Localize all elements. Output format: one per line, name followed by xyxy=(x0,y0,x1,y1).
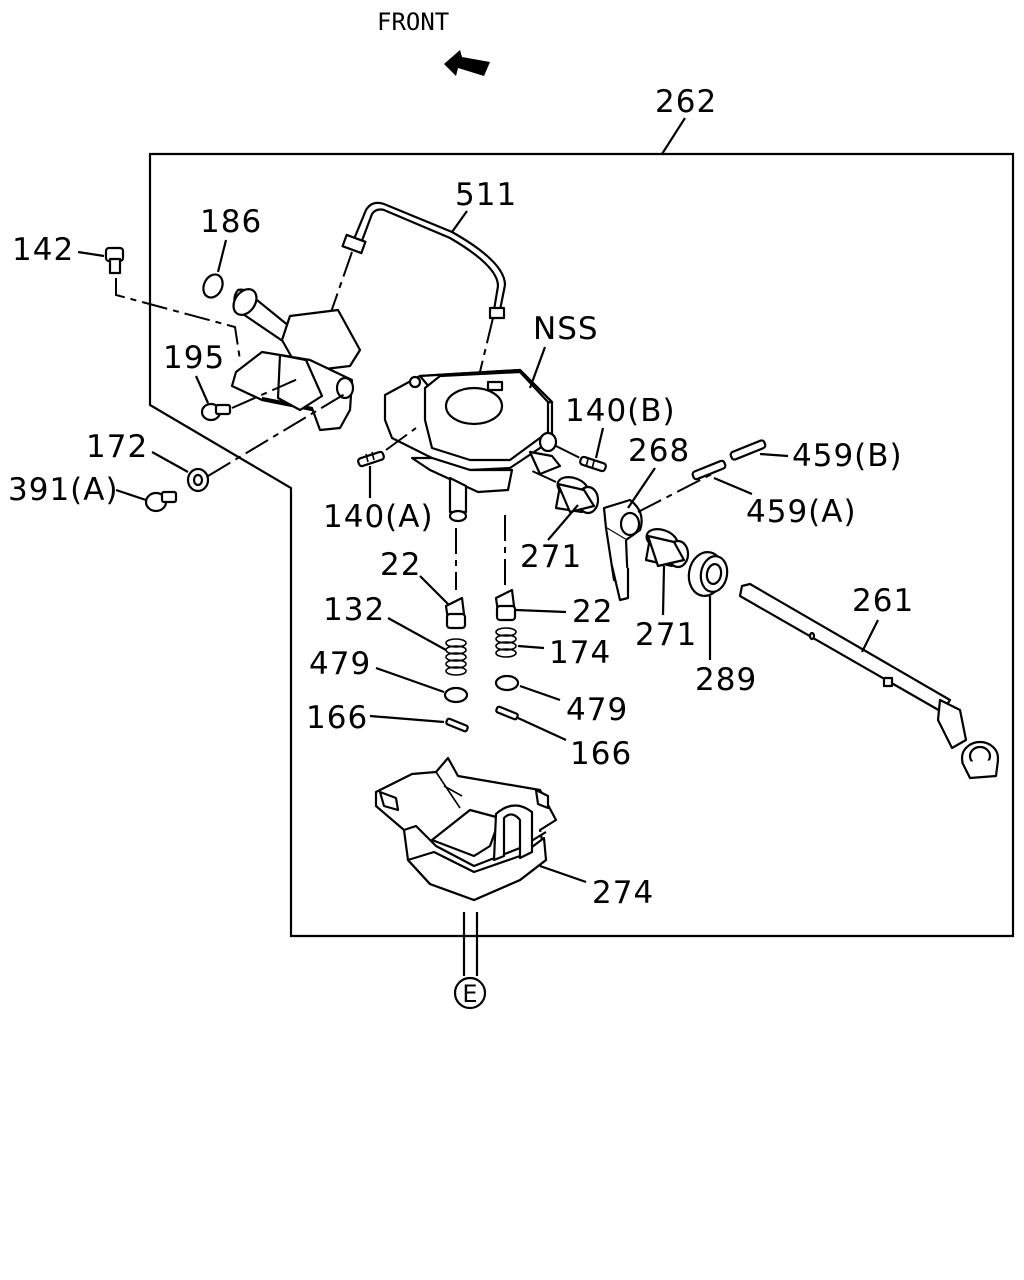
leader-271b xyxy=(661,565,666,616)
callout-479b: 479 xyxy=(566,692,628,728)
callout-268: 268 xyxy=(628,433,690,469)
callout-391a: 391(A) xyxy=(8,472,119,508)
pin-166a-icon xyxy=(445,717,469,733)
pin-459a-icon xyxy=(691,459,727,481)
tube-fitting-1 xyxy=(341,233,367,255)
leader-140b xyxy=(594,427,605,459)
callout-174: 174 xyxy=(549,635,611,671)
reference-e-circle xyxy=(453,976,487,1010)
plunger-22a-icon xyxy=(444,596,467,630)
bracket-assembly-icon xyxy=(230,288,362,432)
callout-479a: 479 xyxy=(309,646,371,682)
leader-511 xyxy=(451,210,468,233)
axis-459 xyxy=(637,473,713,513)
shift-rod-261-icon xyxy=(738,582,1000,780)
callout-166b: 166 xyxy=(570,736,632,772)
leader-174 xyxy=(517,644,545,650)
bolt-391a-icon xyxy=(144,490,178,513)
axis-140a xyxy=(385,427,417,451)
callout-186: 186 xyxy=(200,204,262,240)
callout-274: 274 xyxy=(592,875,654,911)
axis-391 xyxy=(207,391,349,477)
pin-459b-icon xyxy=(729,439,767,461)
axis-140b xyxy=(555,445,581,459)
leader-459a xyxy=(713,476,753,496)
leader-186 xyxy=(216,239,228,273)
oring-479a-icon xyxy=(443,686,469,704)
leader-166b xyxy=(517,717,567,741)
boot-274-icon xyxy=(374,756,558,902)
tube-fitting-2 xyxy=(488,306,506,320)
leader-166a xyxy=(369,714,445,724)
leader-479b xyxy=(519,684,561,702)
axis-511-a xyxy=(329,251,353,316)
shift-housing-icon xyxy=(383,368,562,523)
ring-186-icon xyxy=(202,273,224,299)
callout-195: 195 xyxy=(163,340,225,376)
tube-511-inner xyxy=(358,208,500,311)
axis-271a xyxy=(529,469,557,483)
leader-479a xyxy=(375,666,445,694)
front-label: FRONT xyxy=(377,8,449,36)
callout-511: 511 xyxy=(455,177,517,213)
front-arrow-icon xyxy=(444,50,490,76)
lever-268-icon xyxy=(602,498,643,602)
leader-391a xyxy=(115,488,147,502)
leader-261 xyxy=(861,619,879,653)
callout-271b: 271 xyxy=(635,617,697,653)
tube-511-icon xyxy=(350,201,507,311)
axis-142 xyxy=(115,278,241,361)
leader-271a xyxy=(547,504,579,541)
pin-140b-icon xyxy=(579,455,607,473)
spring-132-icon xyxy=(445,638,467,676)
callout-172: 172 xyxy=(86,429,148,465)
bolt-142-icon xyxy=(104,246,125,275)
callout-22b: 22 xyxy=(572,594,613,630)
leader-22b xyxy=(515,608,567,614)
leader-nss xyxy=(528,346,547,389)
leader-142 xyxy=(77,250,105,258)
pin-166b-icon xyxy=(495,705,519,721)
callout-289: 289 xyxy=(695,662,757,698)
spring-174-icon xyxy=(495,627,517,658)
callout-22a: 22 xyxy=(380,547,421,583)
assembly-leader xyxy=(661,117,686,155)
reference-e-label: E xyxy=(462,980,477,1008)
callout-132: 132 xyxy=(323,592,385,628)
callout-140a: 140(A) xyxy=(323,499,434,535)
callout-142: 142 xyxy=(12,232,74,268)
callout-459b: 459(B) xyxy=(792,438,903,474)
washer-172-hole xyxy=(192,473,204,487)
oring-479b-icon xyxy=(494,674,520,692)
assembly-frame xyxy=(148,152,1015,938)
leader-172 xyxy=(151,451,189,473)
leader-274 xyxy=(539,864,587,884)
leader-22a xyxy=(419,575,449,605)
bolt-195-icon xyxy=(200,402,232,422)
plunger-22b-icon xyxy=(494,588,517,622)
callout-261: 261 xyxy=(852,583,914,619)
callout-459a: 459(A) xyxy=(746,494,857,530)
leader-268 xyxy=(627,467,656,509)
bushing-271b-icon xyxy=(644,528,690,569)
leader-459b xyxy=(759,452,789,458)
pin-140a-icon xyxy=(357,450,385,468)
seal-289-icon xyxy=(687,551,729,597)
callout-166a: 166 xyxy=(306,700,368,736)
leader-195 xyxy=(194,375,210,404)
assembly-number-label: 262 xyxy=(655,84,717,120)
axis-195 xyxy=(231,377,301,409)
housing-slot xyxy=(486,380,504,392)
callout-271a: 271 xyxy=(520,539,582,575)
axis-511-b xyxy=(477,317,494,381)
leader-132 xyxy=(387,617,447,651)
callout-nss: NSS xyxy=(533,311,599,347)
callout-140b: 140(B) xyxy=(565,393,676,429)
